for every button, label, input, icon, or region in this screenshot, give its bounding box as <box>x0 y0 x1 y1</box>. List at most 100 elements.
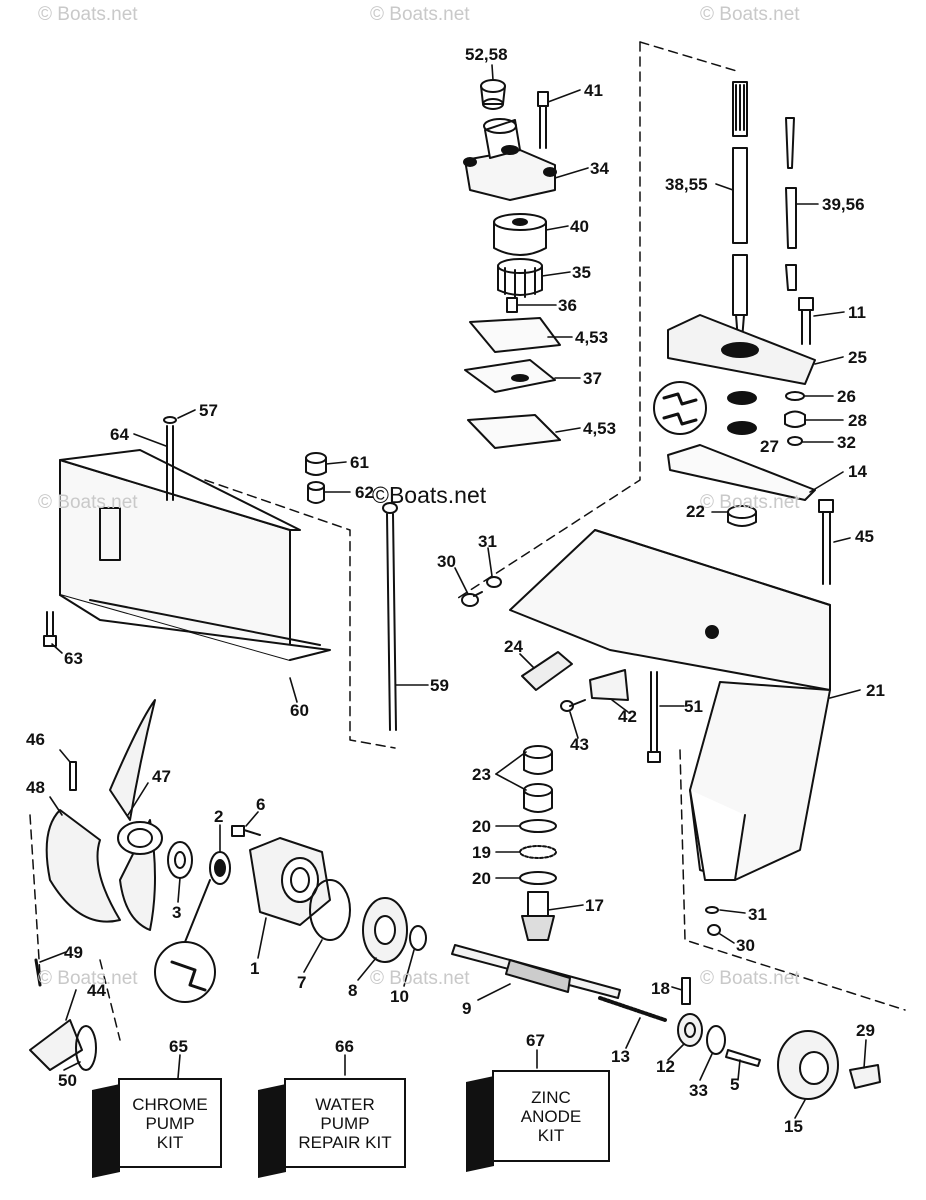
screen-cover <box>589 669 629 701</box>
callout-36: 36 <box>558 296 577 315</box>
drain-washer <box>486 576 502 588</box>
callout-39-56: 39,56 <box>822 195 865 214</box>
propeller <box>45 699 163 931</box>
water-screen <box>521 651 573 691</box>
callout-48: 48 <box>26 778 45 797</box>
clutch-dog <box>677 1013 703 1047</box>
callout-34: 34 <box>590 159 609 178</box>
cotter-pin <box>34 958 42 987</box>
callout-59: 59 <box>430 676 449 695</box>
callout-22: 22 <box>686 502 705 521</box>
callout-23: 23 <box>472 765 491 784</box>
callout-18: 18 <box>651 979 670 998</box>
callout-52-58: 52,58 <box>465 45 508 64</box>
callout-3: 3 <box>172 903 182 922</box>
cradle-pin <box>681 977 691 1005</box>
callout-30-lower: 30 <box>736 936 755 955</box>
callout-4-53-lower: 4,53 <box>583 419 617 438</box>
propeller-nut <box>29 1019 83 1071</box>
callout-25: 25 <box>848 348 867 367</box>
watermark: © Boats.net <box>38 492 138 513</box>
callout-6: 6 <box>256 795 266 814</box>
grommet-62 <box>307 481 325 504</box>
gasket-14 <box>667 444 816 501</box>
callout-27: 27 <box>760 437 779 456</box>
callout-28: 28 <box>848 411 867 430</box>
watermark: © Boats.net <box>700 968 800 989</box>
watermark: © Boats.net <box>700 492 800 513</box>
callout-50: 50 <box>58 1071 77 1090</box>
callout-40: 40 <box>570 217 589 236</box>
chrome-pump-kit-box: CHROME PUMP KIT <box>92 1078 222 1178</box>
water-pump-repair-kit-box: WATER PUMP REPAIR KIT <box>258 1078 406 1178</box>
callout-31-upper: 31 <box>478 532 497 551</box>
gearcase <box>509 529 831 881</box>
screw-63 <box>43 611 57 647</box>
callout-14: 14 <box>848 462 867 481</box>
callout-29: 29 <box>856 1021 875 1040</box>
pinion-gear <box>521 891 555 941</box>
callout-44: 44 <box>87 981 106 1000</box>
bolt-45 <box>818 499 834 585</box>
callout-20-upper: 20 <box>472 817 491 836</box>
bearing-carrier <box>249 837 331 926</box>
grommet-61 <box>305 452 327 476</box>
shift-cradle <box>849 1064 881 1089</box>
callout-66: 66 <box>335 1037 354 1056</box>
callout-1: 1 <box>250 959 260 978</box>
callout-31-lower: 31 <box>748 905 767 924</box>
adapter-plate <box>667 314 816 385</box>
watermark: © Boats.net <box>38 968 138 989</box>
callout-62: 62 <box>355 483 374 502</box>
drain-screw <box>461 591 483 607</box>
callout-30-upper: 30 <box>437 552 456 571</box>
callout-64: 64 <box>110 425 129 444</box>
callout-15: 15 <box>784 1117 803 1136</box>
watermark: © Boats.net <box>38 4 138 25</box>
callout-46: 46 <box>26 730 45 749</box>
callout-13: 13 <box>611 1047 630 1066</box>
zinc-anode-kit-label: ZINC ANODE KIT <box>520 1087 582 1145</box>
zinc-anode-kit-box: ZINC ANODE KIT <box>466 1070 610 1172</box>
callout-8: 8 <box>348 981 358 1000</box>
drive-shaft <box>732 81 748 341</box>
gasket-upper <box>469 317 561 353</box>
callout-38-55: 38,55 <box>665 175 708 194</box>
callout-21: 21 <box>866 681 885 700</box>
thrust-washer-upper <box>519 819 557 833</box>
callout-7: 7 <box>297 973 307 992</box>
exhaust-housing <box>59 449 331 661</box>
leader-lines <box>39 64 867 1119</box>
callout-67: 67 <box>526 1031 545 1050</box>
grommet <box>480 79 506 110</box>
callout-51: 51 <box>684 697 703 716</box>
callout-24: 24 <box>504 637 523 656</box>
thrust-washer-lower <box>519 871 557 885</box>
spacer-50 <box>75 1025 97 1071</box>
callout-26: 26 <box>837 387 856 406</box>
o-ring <box>309 879 351 941</box>
seal-ring <box>785 391 805 401</box>
callout-42: 42 <box>618 707 637 726</box>
callout-9: 9 <box>462 999 472 1018</box>
callout-2: 2 <box>214 807 224 826</box>
shift-rod <box>785 117 797 291</box>
callout-20-lower: 20 <box>472 869 491 888</box>
water-pump-housing <box>463 118 557 201</box>
drive-pin <box>69 761 77 791</box>
retainer-ring <box>706 1025 726 1055</box>
callout-63: 63 <box>64 649 83 668</box>
watermark: © Boats.net <box>370 4 470 25</box>
impeller-plate <box>464 359 556 393</box>
callout-49: 49 <box>64 943 83 962</box>
callout-19: 19 <box>472 843 491 862</box>
callout-32: 32 <box>837 433 856 452</box>
bolt <box>798 297 814 345</box>
water-pump-repair-kit-label: WATER PUMP REPAIR KIT <box>298 1094 392 1152</box>
seal-detail-inset <box>653 381 757 435</box>
watermark-center: ©Boats.net <box>372 482 487 508</box>
lower-washer <box>705 906 719 914</box>
shift-pin <box>725 1049 761 1067</box>
water-tube <box>163 416 177 501</box>
lower-screw <box>707 924 721 936</box>
